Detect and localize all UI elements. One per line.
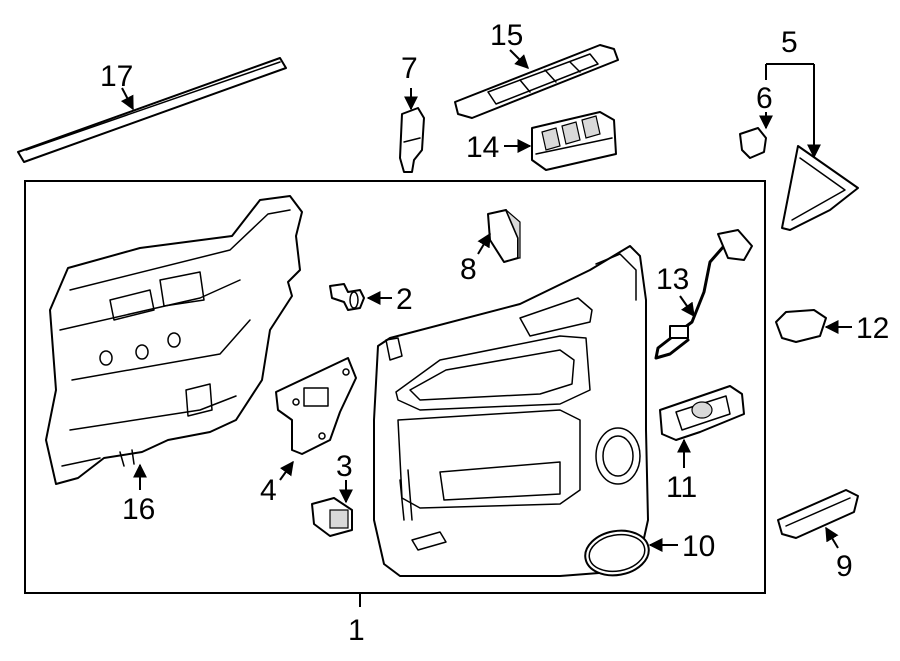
callout-14: 14 [466,131,499,164]
leader-15 [509,49,529,69]
inside-handle-bezel [659,385,745,441]
pull-cup [487,209,521,263]
door-trim-panel [373,245,649,577]
wiring-harness [654,229,753,360]
callout-6: 6 [756,82,773,115]
armrest-pad [777,489,859,539]
power-window-switch [531,111,617,171]
push-pin-fastener [329,283,365,311]
leader-17 [120,87,134,111]
leader-13 [679,295,695,318]
mirror-trim-cover [781,145,859,231]
mirror-switch-bezel [399,107,425,173]
callout-3: 3 [336,450,353,483]
callout-10: 10 [682,530,715,563]
callout-17: 17 [100,60,133,93]
mounting-bracket [275,357,357,455]
door-inner-panel-deflector [45,195,303,485]
callout-1: 1 [348,614,365,647]
window-switch-bezel [454,44,619,119]
leader-4 [279,460,294,481]
leader-9 [825,526,839,549]
speaker-grille [584,529,650,577]
callout-8: 8 [460,253,477,286]
callout-12: 12 [856,312,889,345]
callout-2: 2 [396,283,413,316]
callout-11: 11 [666,471,697,504]
callout-16: 16 [122,493,155,526]
callout-9: 9 [836,550,853,583]
callout-4: 4 [260,474,277,507]
callout-7: 7 [401,52,418,85]
belt-molding-strip [17,57,287,163]
callout-5: 5 [781,26,798,59]
callout-15: 15 [490,19,523,52]
trim-cover-plate [775,309,827,343]
mirror-cover-clip [739,127,767,159]
door-panel-assembly-frame [24,180,766,594]
callout-13: 13 [656,263,689,296]
leader-8 [477,232,491,255]
switch-housing [311,497,353,537]
